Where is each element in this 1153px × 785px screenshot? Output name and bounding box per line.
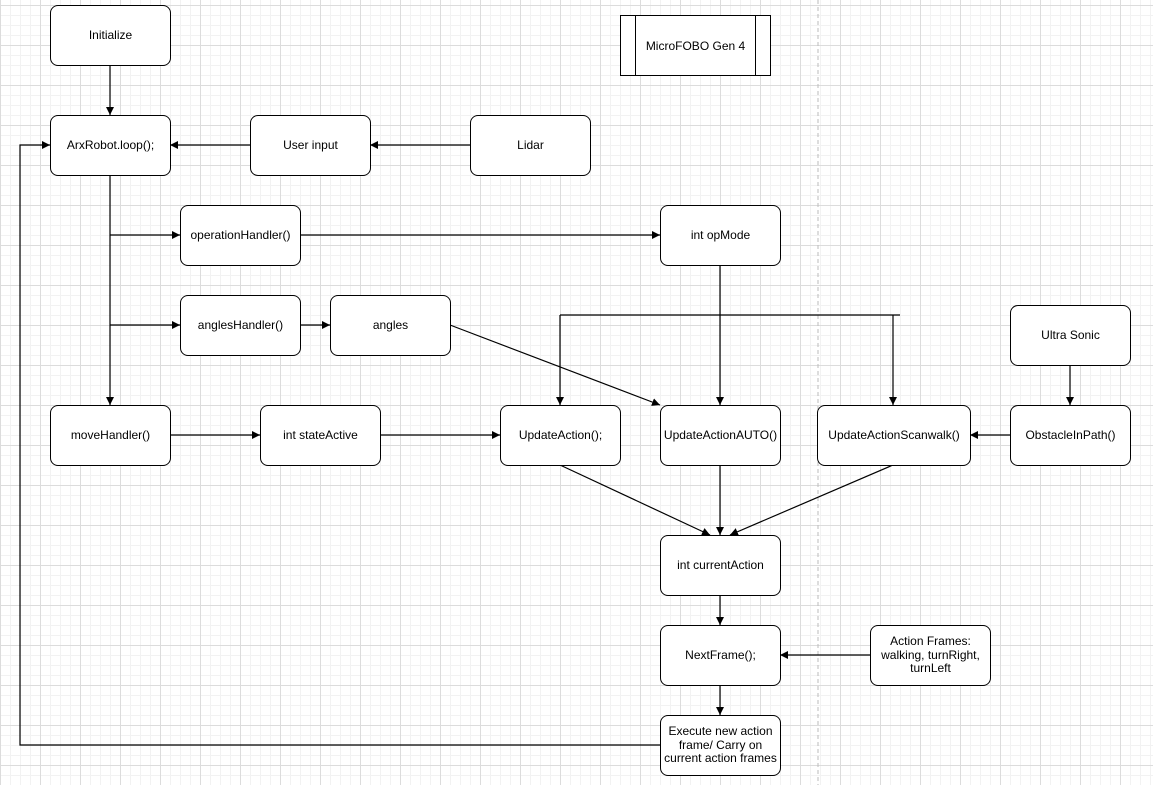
node-user-input: User input — [250, 115, 371, 176]
node-lidar-label: Lidar — [517, 137, 544, 152]
node-angles-label: angles — [372, 317, 409, 332]
node-current-action-label: int currentAction — [677, 557, 764, 572]
node-obstacle-in-path-label: ObstacleInPath() — [1025, 427, 1116, 442]
diagram-title: MicroFOBO Gen 4 — [620, 15, 771, 76]
node-angles-handler: anglesHandler() — [180, 295, 301, 356]
node-arxrobot-loop-label: ArxRobot.loop(); — [66, 137, 155, 152]
title-right-bar — [755, 16, 756, 75]
edge-updateactionscanwalk-currentaction — [729, 464, 894, 536]
node-initialize-label: Initialize — [88, 27, 133, 42]
node-angles-handler-label: anglesHandler() — [197, 317, 284, 332]
node-update-action-scanwalk: UpdateActionScanwalk() — [817, 405, 971, 466]
node-current-action: int currentAction — [660, 535, 781, 596]
node-op-mode: int opMode — [660, 205, 781, 266]
node-operation-handler: operationHandler() — [180, 205, 301, 266]
node-state-active-label: int stateActive — [283, 427, 358, 442]
node-op-mode-label: int opMode — [690, 227, 751, 242]
node-update-action: UpdateAction(); — [500, 405, 621, 466]
node-angles: angles — [330, 295, 451, 356]
node-obstacle-in-path: ObstacleInPath() — [1010, 405, 1131, 466]
node-move-handler-label: moveHandler() — [70, 427, 151, 442]
node-execute-action-frame-label: Execute new action frame/ Carry on curre… — [664, 723, 777, 766]
node-operation-handler-label: operationHandler() — [190, 227, 291, 242]
node-ultra-sonic: Ultra Sonic — [1010, 305, 1131, 366]
node-next-frame: NextFrame(); — [660, 625, 781, 686]
node-update-action-auto: UpdateActionAUTO() — [660, 405, 781, 466]
node-action-frames-label: Action Frames: walking, turnRight, turnL… — [881, 633, 980, 676]
node-initialize: Initialize — [50, 5, 171, 66]
title-left-bar — [635, 16, 636, 75]
node-update-action-auto-label: UpdateActionAUTO() — [663, 427, 778, 442]
node-execute-action-frame: Execute new action frame/ Carry on curre… — [660, 715, 781, 776]
edge-angles-updateactionauto — [449, 324, 661, 406]
node-state-active: int stateActive — [260, 405, 381, 466]
diagram-title-text: MicroFOBO Gen 4 — [645, 38, 746, 53]
node-next-frame-label: NextFrame(); — [685, 647, 756, 662]
node-update-action-label: UpdateAction(); — [518, 427, 603, 442]
edge-updateaction-currentaction — [559, 464, 711, 536]
node-lidar: Lidar — [470, 115, 591, 176]
edge-execute-loop — [19, 141, 660, 746]
node-move-handler: moveHandler() — [50, 405, 171, 466]
node-action-frames: Action Frames: walking, turnRight, turnL… — [870, 625, 991, 686]
node-ultra-sonic-label: Ultra Sonic — [1041, 327, 1100, 342]
node-arxrobot-loop: ArxRobot.loop(); — [50, 115, 171, 176]
node-user-input-label: User input — [283, 137, 338, 152]
node-update-action-scanwalk-label: UpdateActionScanwalk() — [828, 427, 960, 442]
